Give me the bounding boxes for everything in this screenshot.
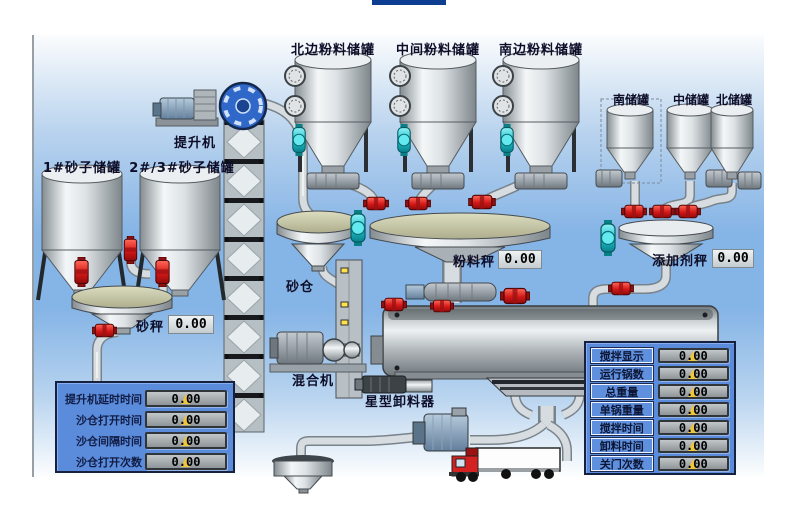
status-label: 单锅重量	[591, 402, 653, 417]
sand-scale-discharge-valve[interactable]	[92, 323, 117, 338]
param-value[interactable]: 0.00	[145, 411, 227, 428]
value-wedge-icon	[181, 457, 190, 467]
mixer-inlet-valve-2[interactable]	[430, 299, 454, 313]
mixer-inlet-valve-3[interactable]	[500, 287, 530, 305]
discharge-pump[interactable]	[412, 407, 469, 452]
sand-bin	[276, 210, 360, 272]
sand-silo-2-valve[interactable]	[155, 257, 170, 287]
powder-silo-north	[284, 50, 372, 190]
powder-scale-side-valve[interactable]	[350, 210, 366, 246]
value-wedge-icon	[688, 351, 698, 361]
powder-scale-label: 粉料秤	[452, 255, 495, 270]
additive-scale-value[interactable]: 0.00	[712, 249, 754, 268]
collector-hopper	[272, 455, 334, 494]
sand-silo-1-valve[interactable]	[74, 257, 89, 287]
value-wedge-icon	[688, 369, 698, 379]
additive-inlet-valve-1[interactable]	[621, 204, 647, 219]
powder-weigh-hopper[interactable]	[369, 212, 551, 263]
status-value[interactable]: 0.00	[657, 420, 729, 435]
param-value[interactable]: 0.00	[145, 453, 227, 470]
value-wedge-icon	[688, 423, 698, 433]
sand-bin-label: 砂仓	[285, 280, 314, 295]
value-wedge-icon	[688, 441, 698, 451]
powder-silo-middle-label: 中间粉料储罐	[395, 43, 480, 58]
sand-silo-2	[134, 164, 226, 301]
powder-silo-south-label: 南边粉料储罐	[498, 43, 583, 58]
status-value[interactable]: 0.00	[657, 438, 729, 453]
additive-scale-side-valve[interactable]	[600, 220, 616, 256]
sand-weigh-hopper[interactable]	[71, 285, 173, 335]
top-accent-bar	[372, 0, 446, 5]
value-wedge-icon	[181, 394, 190, 404]
value-wedge-icon	[688, 459, 698, 469]
bucket-elevator[interactable]	[152, 81, 268, 433]
sand-silo-2-label: 2#/3#砂子储罐	[129, 161, 235, 176]
frame-indicator	[340, 319, 349, 326]
status-label: 总重量	[591, 384, 653, 399]
status-value[interactable]: 0.00	[657, 366, 729, 381]
powder-silo-middle	[389, 50, 477, 190]
silo-north-small	[710, 103, 762, 190]
powder-scale-value[interactable]: 0.00	[498, 250, 542, 269]
value-wedge-icon	[688, 405, 698, 415]
value-wedge-icon	[688, 387, 698, 397]
additive-silos	[595, 98, 762, 190]
status-value[interactable]: 0.00	[657, 402, 729, 417]
additive-scale-label: 添加剂秤	[651, 254, 708, 269]
status-value[interactable]: 0.00	[657, 384, 729, 399]
powder-scale-inlet-valve-3[interactable]	[468, 194, 496, 210]
mixer-status-panel: 搅拌显示 0.00 运行锅数 0.00 总重量 0.00 单锅重量 0.00 搅…	[584, 341, 736, 475]
powder-silo-north-valve[interactable]	[292, 123, 306, 157]
silo-south-small	[595, 103, 654, 188]
param-label: 沙仓打开次数	[76, 455, 142, 469]
powder-silo-south	[492, 50, 580, 190]
silo-north-small-label: 北储罐	[715, 93, 752, 107]
param-label: 提升机延时时间	[65, 392, 142, 406]
frame-indicator	[340, 267, 349, 274]
powder-silo-middle-valve[interactable]	[397, 123, 411, 157]
value-wedge-icon	[181, 436, 190, 446]
param-value[interactable]: 0.00	[145, 432, 227, 449]
elevator-parameter-panel: 提升机延时时间 0.00 沙仓打开时间 0.00 沙仓间隔时间 0.00 沙仓打…	[55, 381, 235, 473]
param-label: 沙仓打开时间	[76, 413, 142, 427]
elevator-label: 提升机	[173, 136, 216, 151]
elevator-head-wheel	[218, 81, 268, 131]
powder-scale-inlet-valve-2[interactable]	[405, 196, 431, 211]
mixer-inlet-valve-1[interactable]	[381, 297, 407, 312]
status-label: 关门次数	[591, 456, 653, 471]
star-discharger-label: 星型卸料器	[364, 395, 435, 410]
frame-indicator	[340, 301, 349, 308]
silo-south-small-label: 南储罐	[612, 93, 649, 107]
sand-crossover-valve[interactable]	[123, 236, 138, 264]
value-wedge-icon	[181, 415, 190, 425]
mixer-motor[interactable]	[269, 331, 384, 373]
truck	[449, 447, 561, 482]
param-label: 沙仓间隔时间	[76, 434, 142, 448]
selection-box	[600, 98, 662, 184]
mixer-label: 混合机	[291, 374, 334, 389]
status-label: 搅拌时间	[591, 420, 653, 435]
powder-silos	[284, 50, 580, 190]
sand-silo-1-label: 1#砂子储罐	[43, 161, 121, 176]
status-label: 卸料时间	[591, 438, 653, 453]
powder-scale-inlet-valve-1[interactable]	[363, 196, 389, 211]
powder-silo-north-label: 北边粉料储罐	[290, 43, 375, 58]
powder-silo-south-valve[interactable]	[500, 123, 514, 157]
sand-scale-label: 砂秤	[135, 320, 164, 335]
status-value[interactable]: 0.00	[657, 348, 729, 363]
additive-inlet-valve-2[interactable]	[649, 204, 675, 219]
sand-scale-value[interactable]: 0.00	[168, 315, 214, 334]
additive-inlet-valve-3[interactable]	[675, 204, 701, 219]
star-discharger-motor[interactable]	[354, 375, 433, 394]
status-value[interactable]: 0.00	[657, 456, 729, 471]
additive-weigh-hopper[interactable]	[618, 219, 714, 266]
status-label: 搅拌显示	[591, 348, 653, 363]
additive-line-valve[interactable]	[608, 281, 634, 296]
param-value[interactable]: 0.00	[145, 390, 227, 407]
silo-middle-small-label: 中储罐	[672, 93, 709, 107]
status-label: 运行锅数	[591, 366, 653, 381]
